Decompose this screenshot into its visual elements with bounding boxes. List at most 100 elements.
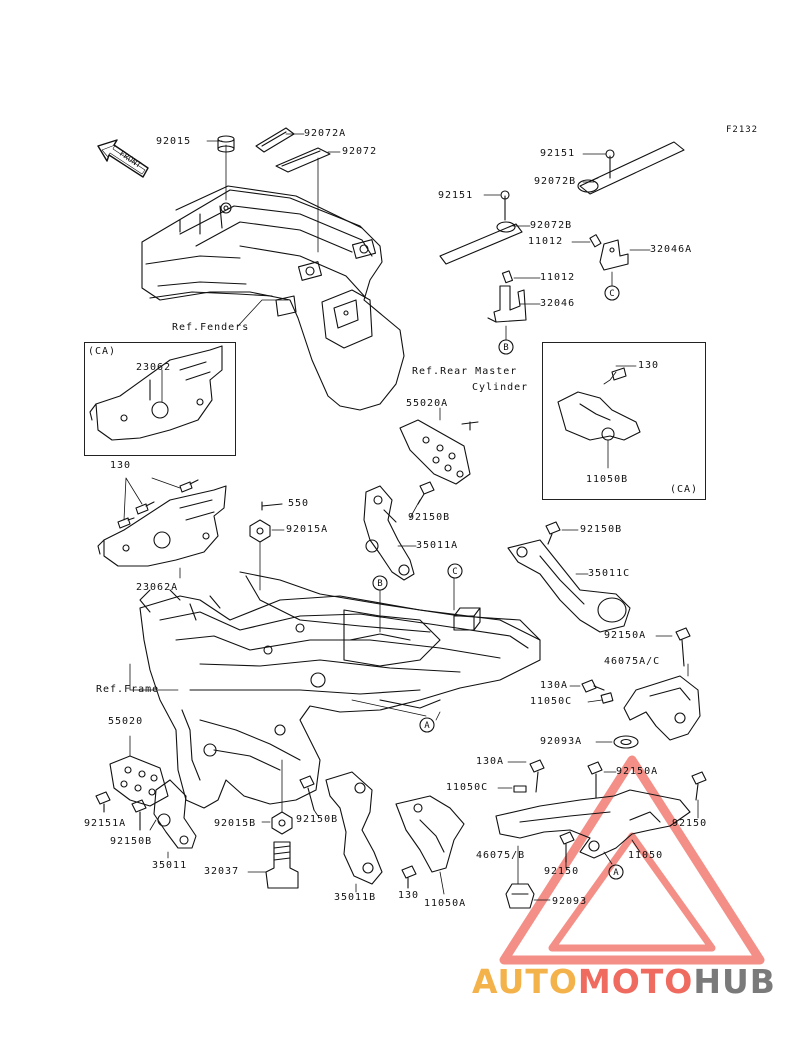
nut-92015B [271, 811, 293, 835]
bolt-92150-low [559, 831, 575, 863]
bracket-35011 [153, 779, 197, 849]
bolt-130-b [117, 517, 135, 529]
bolt-92150-right [691, 771, 707, 801]
strap-92072A [255, 127, 295, 153]
label-130-ca: 130 [638, 360, 660, 371]
label-11050C-a: 11050C [530, 696, 573, 707]
grommet-92093 [505, 883, 535, 909]
marker-C-top-text: C [609, 289, 614, 299]
spacer-11050C-b [513, 785, 527, 793]
ca-left-box [84, 342, 236, 456]
marker-B-top-text: B [503, 343, 508, 353]
label-92150A-b: 92150A [616, 766, 659, 777]
label-92150A-top: 92150A [604, 630, 647, 641]
hanger-35011C [507, 539, 631, 633]
label-92150-right: 92150 [672, 818, 708, 829]
label-35011: 35011 [152, 860, 188, 871]
watermark-part-hub: HUB [693, 962, 776, 1001]
label-92015B: 92015B [214, 818, 257, 829]
label-92072A: 92072A [304, 128, 347, 139]
diagram-code: F2132 [726, 125, 759, 135]
bracket-32046 [487, 270, 527, 323]
bracket-23062A [97, 485, 227, 567]
marker-B-top [498, 339, 514, 355]
grommet-92015 [217, 135, 235, 153]
label-550: 550 [288, 498, 310, 509]
label-35011A: 35011A [416, 540, 459, 551]
bolt-130A-a [581, 679, 605, 693]
label-92151A: 92151A [84, 818, 127, 829]
label-92072B-top: 92072B [534, 176, 577, 187]
marker-A-right [608, 864, 624, 880]
label-11050A: 11050A [424, 898, 467, 909]
label-92151-top: 92151 [540, 148, 576, 159]
label-ca-left: (CA) [88, 346, 117, 357]
bolt-92150B-low [131, 799, 147, 831]
bolt-92150B-mid [417, 481, 435, 505]
label-32037: 32037 [204, 866, 240, 877]
label-11012-a: 11012 [528, 236, 564, 247]
spacer-11050C-a [600, 692, 614, 704]
label-11050B: 11050B [586, 474, 629, 485]
guard-46075A-C [623, 675, 701, 741]
footrest-55020 [109, 755, 169, 807]
label-46075A-C: 46075A/C [604, 656, 661, 667]
strap-92072B-top [577, 141, 685, 195]
marker-B-frame-text: B [377, 579, 382, 589]
marker-C-frame-text: C [452, 567, 457, 577]
bracket-23062 [89, 345, 223, 441]
label-92015: 92015 [156, 136, 192, 147]
label-ref-rear-master: Ref.Rear Master [412, 366, 518, 377]
marker-A-right-text: A [613, 868, 619, 878]
bolt-130-a [135, 501, 155, 515]
bracket-32046A [589, 234, 629, 271]
label-92150B-mid: 92150B [408, 512, 451, 523]
label-23062A: 23062A [136, 582, 179, 593]
label-92015A: 92015A [286, 524, 329, 535]
label-92072: 92072 [342, 146, 378, 157]
marker-C-frame [447, 563, 463, 579]
front-arrow-icon [97, 139, 149, 178]
frame-part [139, 571, 541, 809]
bolt-92151A [95, 791, 111, 813]
label-92093: 92093 [552, 896, 588, 907]
watermark-outer-triangle [499, 755, 765, 965]
stud-32037 [265, 841, 299, 889]
footrest-55020A [399, 419, 471, 485]
ca-right-box [542, 342, 706, 500]
watermark-inner-triangle [548, 832, 716, 952]
marker-C-top [604, 285, 620, 301]
grommet-92093A [613, 735, 639, 749]
bolt-130-low [401, 865, 417, 889]
label-92150B-right: 92150B [580, 524, 623, 535]
label-32046: 32046 [540, 298, 576, 309]
bolt-rear-master [461, 421, 479, 431]
marker-A-frame [419, 717, 435, 733]
watermark-text: AUTOMOTOHUB [472, 962, 776, 1001]
label-130A-a: 130A [540, 680, 569, 691]
rear-fender-part [141, 185, 405, 411]
label-55020A: 55020A [406, 398, 449, 409]
hanger-35011B [325, 771, 383, 885]
bolt-92150A-top [675, 627, 691, 667]
watermark-part-moto: MOTO [577, 962, 694, 1001]
strap-92072 [275, 147, 331, 173]
strap-92072B-mid [439, 221, 523, 265]
marker-B-frame [372, 575, 388, 591]
pin-550 [261, 501, 283, 511]
label-35011B: 35011B [334, 892, 377, 903]
bolt-130A-b [529, 759, 545, 793]
label-55020: 55020 [108, 716, 144, 727]
bolt-130-c [179, 479, 199, 493]
watermark-part-auto: AUTO [472, 962, 578, 1001]
label-92072B-mid: 92072B [530, 220, 573, 231]
nut-92015A [249, 519, 271, 543]
label-46075B: 46075/B [476, 850, 526, 861]
label-11050C-b: 11050C [446, 782, 489, 793]
label-92151-mid: 92151 [438, 190, 474, 201]
label-ca-right: (CA) [670, 484, 699, 495]
label-23062: 23062 [136, 362, 172, 373]
label-92150-low: 92150 [544, 866, 580, 877]
label-92150B-low: 92150B [110, 836, 153, 847]
label-32046A: 32046A [650, 244, 693, 255]
